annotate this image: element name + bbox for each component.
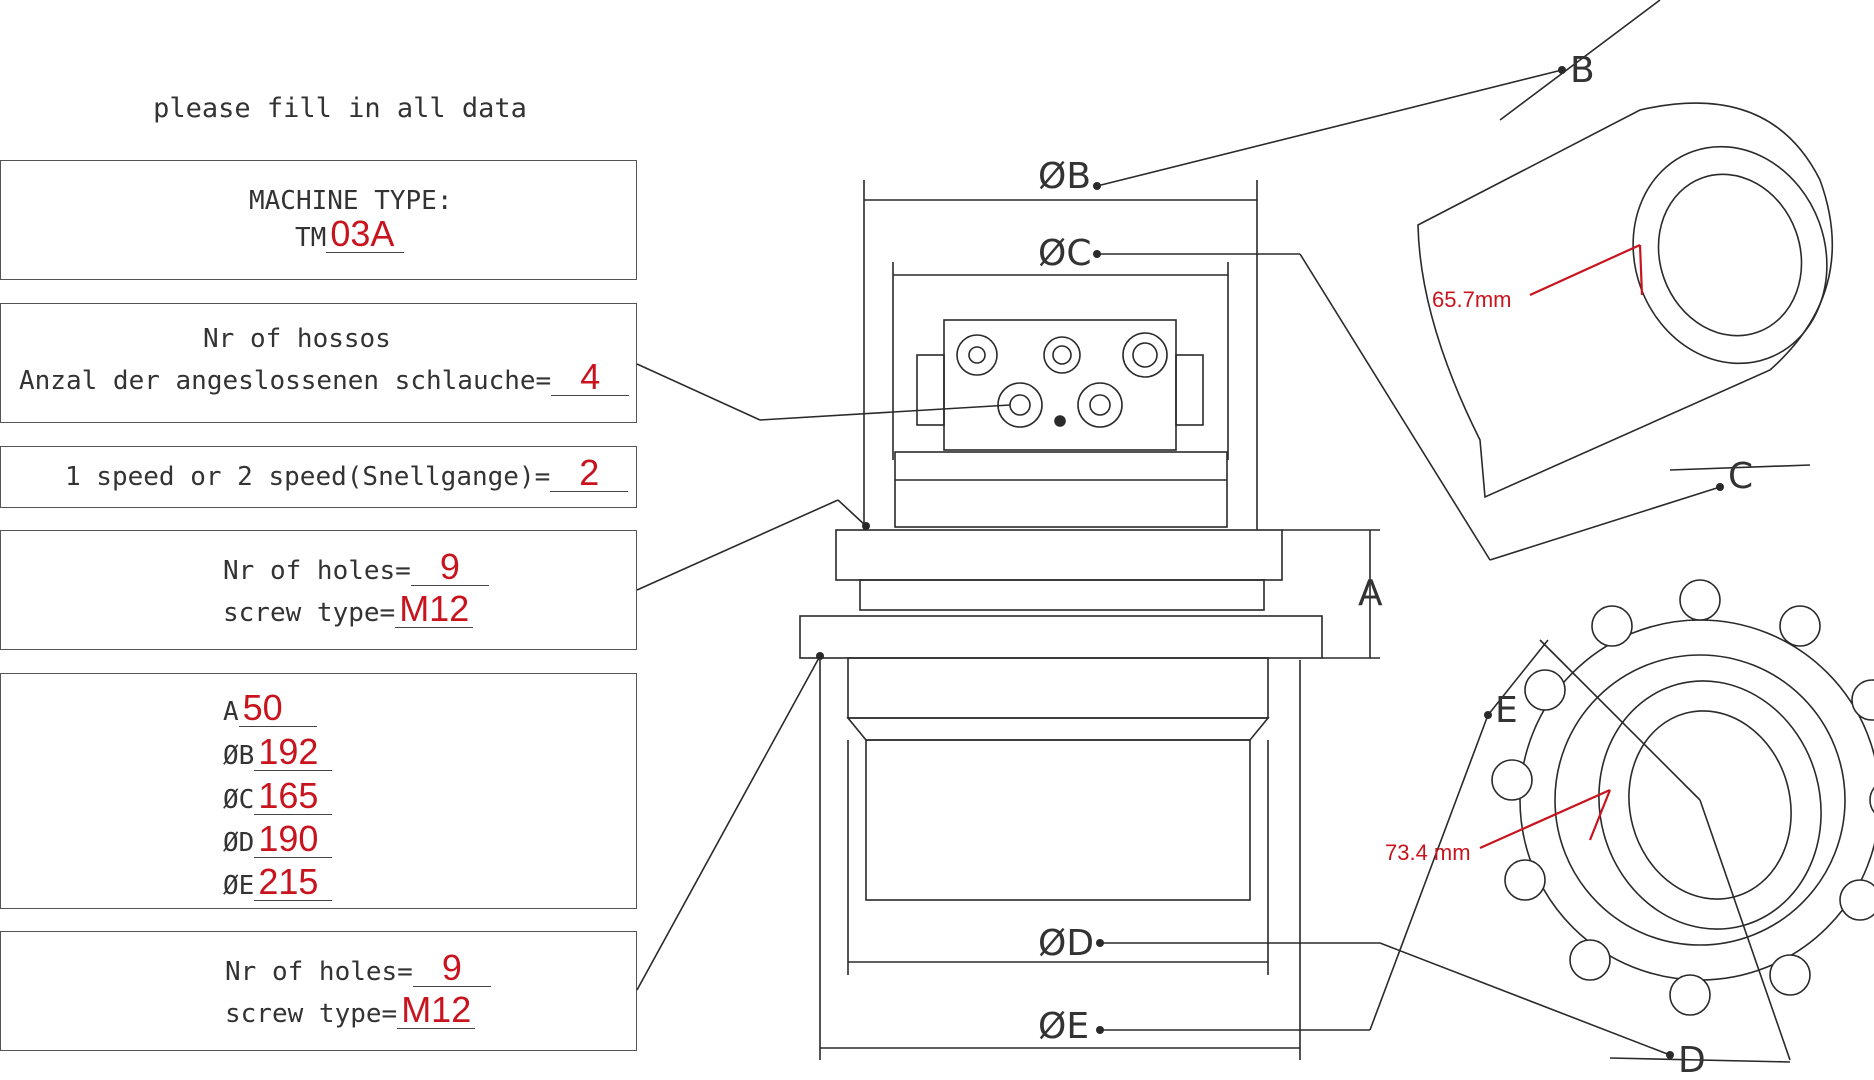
measure-arrow-top xyxy=(1529,243,1641,297)
speed-value[interactable]: 2 xyxy=(550,455,629,492)
screw-label: screw type= xyxy=(223,598,396,628)
lower-flange xyxy=(799,615,1323,659)
holes-row-upper: Nr of holes=9 xyxy=(223,549,489,586)
measure-arrow-bottom xyxy=(1479,788,1611,850)
dim-value-a[interactable]: 50 xyxy=(238,690,317,727)
hoses-value[interactable]: 4 xyxy=(551,359,630,396)
label-dim-a: A xyxy=(1358,573,1383,614)
machine-type-value[interactable]: 03A xyxy=(326,216,405,253)
screw-value-lower[interactable]: M12 xyxy=(397,992,476,1029)
dim-value-d[interactable]: 190 xyxy=(254,821,333,858)
page-instruction: please fill in all data xyxy=(153,93,527,124)
hoses-row: Anzal der angeslossenen schlauche=4 xyxy=(19,359,630,396)
dim-label-d: ØD xyxy=(223,828,255,858)
dim-label-e: ØE xyxy=(223,871,255,901)
speed-label: 1 speed or 2 speed(Snellgange)= xyxy=(65,462,551,492)
label-iso-c: C xyxy=(1728,456,1753,497)
leader-holes-upper xyxy=(636,499,839,591)
holes-row-lower: Nr of holes=9 xyxy=(225,950,491,987)
label-iso-d: D xyxy=(1678,1040,1706,1080)
port-icon xyxy=(956,334,998,376)
label-iso-e: E xyxy=(1495,690,1518,731)
label-dia-b: ØB xyxy=(1038,156,1091,197)
gear-housing xyxy=(865,739,1251,901)
screw-label: screw type= xyxy=(225,999,398,1029)
holes-value-upper[interactable]: 9 xyxy=(410,549,489,586)
label-dia-d: ØD xyxy=(1038,923,1094,964)
upper-flange xyxy=(835,529,1283,581)
speed-box: 1 speed or 2 speed(Snellgange)=2 xyxy=(0,446,637,508)
speed-row: 1 speed or 2 speed(Snellgange)=2 xyxy=(65,455,629,492)
dim-label-c: ØC xyxy=(223,785,255,815)
holes-box-lower: Nr of holes=9 screw type=M12 xyxy=(0,931,637,1051)
leader-holes-lower xyxy=(636,655,821,991)
valve-block xyxy=(943,319,1177,451)
hoses-box: Nr of hossos Anzal der angeslossenen sch… xyxy=(0,303,637,423)
holes-value-lower[interactable]: 9 xyxy=(412,950,491,987)
leader-hoses xyxy=(636,363,761,421)
leader-b xyxy=(1096,69,1563,187)
holes-label: Nr of holes= xyxy=(223,556,411,586)
machine-type-prefix: TM xyxy=(295,223,327,253)
screw-value-upper[interactable]: M12 xyxy=(395,591,474,628)
holes-box-upper: Nr of holes=9 screw type=M12 xyxy=(0,530,637,650)
machine-type-label: MACHINE TYPE: xyxy=(249,186,453,216)
dim-value-b[interactable]: 192 xyxy=(254,734,333,771)
measure-label-bottom: 73.4 mm xyxy=(1385,840,1471,865)
dim-value-e[interactable]: 215 xyxy=(254,864,333,901)
hoses-label: Anzal der angeslossenen schlauche= xyxy=(19,366,552,396)
sprocket-bore xyxy=(1598,680,1822,930)
label-dia-c: ØC xyxy=(1038,233,1091,274)
label-iso-b: B xyxy=(1570,50,1595,91)
hoses-title: Nr of hossos xyxy=(203,324,391,354)
sprocket-teeth xyxy=(1491,579,1874,1016)
dim-label-b: ØB xyxy=(223,741,255,771)
screw-row-lower: screw type=M12 xyxy=(225,992,476,1029)
dim-value-c[interactable]: 165 xyxy=(254,778,333,815)
dim-label-a: A xyxy=(223,697,239,727)
screw-row-upper: screw type=M12 xyxy=(223,591,474,628)
sleeve-body xyxy=(1417,102,1834,499)
motor-housing xyxy=(894,451,1228,528)
measure-label-top: 65.7mm xyxy=(1432,287,1511,312)
label-dia-e: ØE xyxy=(1038,1006,1089,1047)
holes-label: Nr of holes= xyxy=(225,957,413,987)
